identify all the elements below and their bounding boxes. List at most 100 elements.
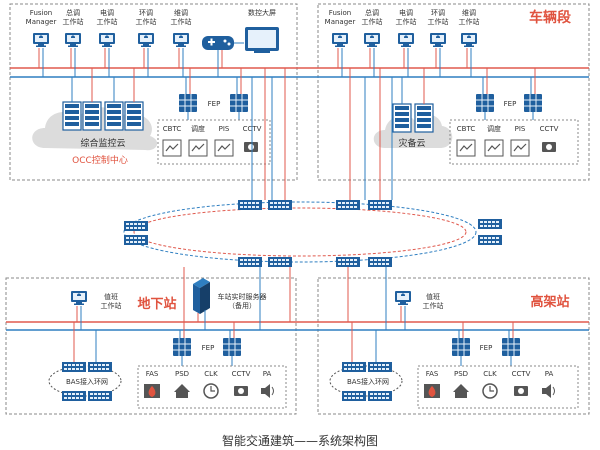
switch-icon (368, 200, 392, 210)
elevated-subsystems: FAS PSD CLK CCTV PA (417, 365, 579, 409)
depot-ws-diandiao-l2: 工作站 (396, 17, 417, 26)
monitor-icon (395, 291, 411, 305)
ug-ws-l2: 工作站 (101, 301, 122, 310)
camera-icon (514, 386, 528, 396)
occ-fep-label: FEP (208, 100, 221, 108)
depot-ws-huandiao-l1: 环调 (431, 8, 445, 17)
depot-cloud: 灾备云 (373, 68, 453, 149)
server-icon (104, 101, 124, 131)
occ-cloud: 综合监控云 (32, 68, 158, 151)
clock-icon (482, 383, 498, 399)
ug-ring-label: BAS接入环网 (66, 377, 108, 386)
pis-display-icon (214, 139, 234, 157)
switch-icon (342, 391, 366, 401)
el-ring-label: BAS接入环网 (347, 377, 389, 386)
big-screen-label: 数控大屏 (248, 8, 276, 17)
ug-ws-l1: 值班 (104, 292, 118, 301)
depot-title: 车辆段 (529, 9, 571, 26)
depot-section-box (317, 3, 590, 181)
occ-ws-weidiao-l1: 维调 (174, 8, 188, 17)
occ-ws-huandiao: 环调 工作站 (136, 8, 157, 77)
occ-ws-fusion-l1: Fusion (30, 9, 52, 17)
depot-ws-weidiao: 维调 工作站 (459, 8, 480, 77)
occ-cloud-label: 综合监控云 (80, 137, 125, 149)
el-sub-2: CLK (483, 370, 497, 378)
server-tower-icon (193, 278, 210, 314)
underground-subsystems: FAS PSD CLK CCTV PA (137, 365, 287, 409)
cbtc-monitor-icon (162, 139, 182, 157)
switch-icon (368, 362, 392, 372)
switch-icon (238, 257, 262, 267)
switch-icon (368, 257, 392, 267)
switch-icon (342, 362, 366, 372)
monitor-icon (364, 33, 380, 47)
camera-icon (542, 142, 556, 152)
occ-sub-2: PIS (219, 125, 230, 133)
ug-fep-label: FEP (202, 344, 215, 352)
monitor-icon (99, 33, 115, 47)
fep-server-icon (523, 93, 543, 113)
dispatch-icon (188, 139, 208, 157)
dispatch-icon (484, 139, 504, 157)
switch-icon (478, 235, 502, 245)
architecture-diagram: Fusion Manager 总调 工作站 电调 工作站 环调 工作站 维调 工… (5, 3, 590, 415)
occ-sub-1: 调度 (191, 124, 205, 133)
gamepad-icon (202, 36, 234, 50)
ug-sub-0: FAS (146, 370, 159, 378)
el-sub-3: CCTV (512, 370, 531, 378)
depot-ws-diandiao-l1: 电调 (399, 8, 413, 17)
occ-ws-diandiao: 电调 工作站 (97, 8, 118, 77)
big-screen: 数控大屏 (202, 8, 279, 77)
ug-server-l1: 车站实时服务器 (218, 292, 267, 301)
switch-icon (268, 257, 292, 267)
occ-ws-weidiao: 维调 工作站 (171, 8, 192, 77)
el-ws-l1: 值班 (426, 292, 440, 301)
underground-workstation: 值班 工作站 (71, 291, 122, 330)
depot-ws-zongdiao-l1: 总调 (365, 8, 379, 17)
monitor-icon (138, 33, 154, 47)
occ-ws-fusion: Fusion Manager (26, 9, 56, 77)
monitor-icon (71, 291, 87, 305)
fep-server-icon (172, 337, 192, 357)
occ-ws-zongdiao-l2: 工作站 (63, 17, 84, 26)
ug-sub-3: CCTV (232, 370, 251, 378)
figure-caption: 智能交通建筑——系统架构图 (221, 434, 378, 448)
occ-ws-zongdiao: 总调 工作站 (63, 8, 84, 77)
elevated-section-box (317, 277, 590, 415)
switch-icon (124, 235, 148, 245)
fire-alarm-icon (144, 384, 160, 398)
underground-bas-ring: BAS接入环网 (48, 322, 122, 401)
monitor-icon (65, 33, 81, 47)
cbtc-monitor-icon (456, 139, 476, 157)
server-icon (124, 101, 144, 131)
depot-ws-fusion-l1: Fusion (329, 9, 351, 17)
speaker-icon (542, 384, 555, 398)
switch-icon (368, 391, 392, 401)
occ-section-box (9, 3, 298, 181)
occ-fep: FEP (178, 68, 249, 120)
ug-sub-4: PA (263, 370, 272, 378)
ug-sub-2: CLK (204, 370, 218, 378)
depot-ws-huandiao-l2: 工作站 (428, 17, 449, 26)
fep-server-icon (451, 337, 471, 357)
monitor-icon (398, 33, 414, 47)
switch-icon (124, 221, 148, 231)
monitor-icon (430, 33, 446, 47)
switch-icon (478, 219, 502, 229)
occ-ws-diandiao-l1: 电调 (100, 8, 114, 17)
monitor-icon (33, 33, 49, 47)
depot-fep: FEP (475, 68, 543, 120)
elevated-fep: FEP (451, 322, 521, 366)
el-sub-4: PA (545, 370, 554, 378)
depot-workstations: Fusion Manager 总调 工作站 电调 工作站 环调 工作站 维调 工… (325, 8, 480, 77)
switch-icon (62, 362, 86, 372)
depot-ws-zongdiao-l2: 工作站 (362, 17, 383, 26)
underground-title: 地下站 (137, 296, 176, 312)
depot-sub-0: CBTC (457, 125, 476, 133)
depot-cloud-label: 灾备云 (398, 137, 425, 149)
switch-icon (62, 391, 86, 401)
clock-icon (203, 383, 219, 399)
occ-sub-0: CBTC (163, 125, 182, 133)
depot-sub-2: PIS (515, 125, 526, 133)
depot-fep-label: FEP (504, 100, 517, 108)
